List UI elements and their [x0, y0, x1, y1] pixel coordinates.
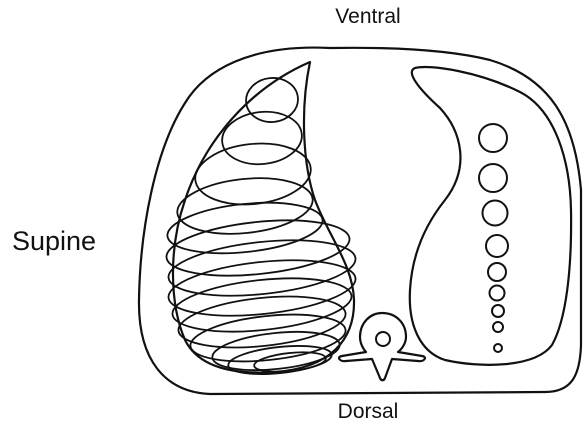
left-lung-loop: [166, 232, 358, 303]
dorsal-label: Dorsal: [338, 400, 399, 423]
right-lung-circle: [479, 164, 507, 192]
ventral-label: Ventral: [335, 5, 400, 28]
left-lung-loop: [165, 196, 325, 260]
left-lung-loop: [176, 289, 348, 354]
left-lung-loop: [166, 252, 358, 323]
right-lung-circle: [488, 263, 506, 281]
right-lung-circle: [494, 344, 502, 352]
spinal-canal: [376, 332, 390, 346]
left-lung: [164, 62, 358, 378]
right-lung-circle: [479, 124, 507, 152]
right-lung-circle: [493, 322, 503, 332]
right-lung-outline: [410, 67, 571, 365]
left-lung-loops: [164, 75, 358, 378]
left-lung-loop: [170, 271, 354, 340]
left-lung-outline: [173, 62, 354, 373]
right-lung-circles: [479, 124, 508, 352]
right-lung-circle: [483, 201, 508, 226]
right-lung-circle: [486, 235, 508, 257]
right-lung: [410, 67, 571, 365]
left-lung-loop: [164, 213, 352, 284]
supine-label: Supine: [12, 226, 96, 256]
right-lung-circle: [492, 305, 504, 317]
right-lung-circle: [490, 286, 505, 301]
